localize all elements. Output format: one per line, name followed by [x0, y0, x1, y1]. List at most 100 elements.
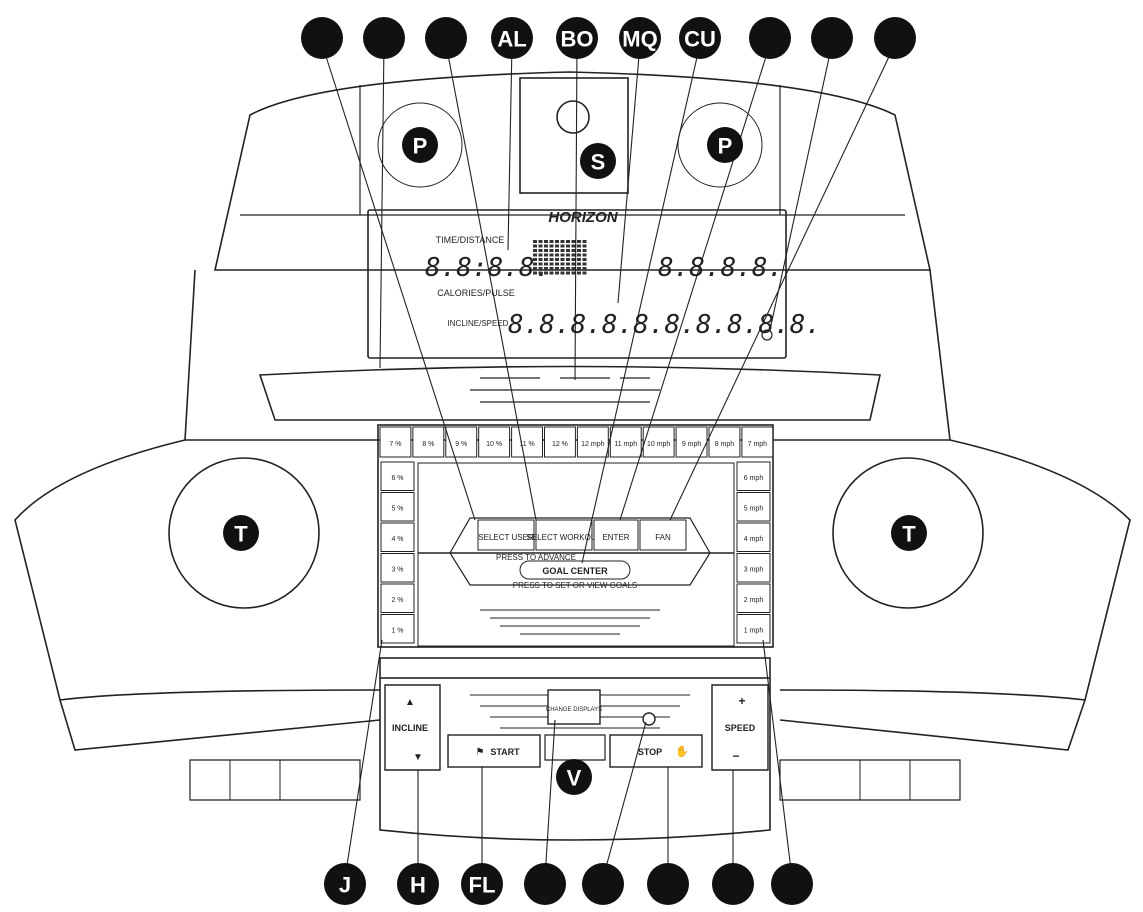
- start-button[interactable]: ⚑ START: [447, 734, 541, 768]
- matrix-cell: [549, 253, 554, 257]
- top-row-key[interactable]: 7 %: [379, 426, 412, 458]
- callout-top-9: [811, 17, 853, 59]
- svg-text:T: T: [902, 522, 916, 547]
- change-displays-button[interactable]: CHANGE DISPLAYS: [546, 689, 602, 725]
- top-row-key-label: 8 mph: [715, 441, 735, 448]
- svg-text:+: +: [738, 694, 745, 708]
- press-to-advance-hint: PRESS TO ADVANCE: [496, 553, 576, 562]
- speed-quick-key[interactable]: 5 mph: [736, 492, 771, 522]
- time-distance-label: TIME/DISTANCE: [436, 235, 505, 245]
- matrix-cell: [571, 249, 576, 252]
- callout-bottom-7: [712, 863, 754, 905]
- svg-text:V: V: [567, 766, 582, 791]
- top-row-key[interactable]: 11 %: [511, 426, 544, 458]
- incline-quick-key[interactable]: 4 %: [380, 522, 415, 552]
- left-grip-disc: [168, 457, 320, 609]
- matrix-cell: [533, 240, 537, 243]
- incline-rocker-button[interactable]: ▲ INCLINE ▼: [384, 684, 441, 771]
- matrix-cell: [577, 249, 581, 252]
- matrix-cell: [582, 240, 587, 243]
- top-row-key[interactable]: 9 %: [445, 426, 478, 458]
- matrix-cell: [549, 271, 554, 275]
- dot-matrix-digits: 8.8.8.8.8.8.8.8.8.8.: [508, 310, 821, 340]
- matrix-cell: [538, 267, 543, 270]
- top-row-key[interactable]: 8 %: [412, 426, 445, 458]
- svg-text:✋: ✋: [675, 745, 689, 758]
- speed-quick-key-label: 6 mph: [744, 475, 764, 482]
- matrix-cell: [577, 253, 581, 257]
- matrix-cell: [566, 258, 570, 261]
- svg-text:SELECT WORKOUT: SELECT WORKOUT: [527, 533, 602, 542]
- top-row-key[interactable]: 10 mph: [642, 426, 675, 458]
- matrix-cell: [582, 271, 587, 275]
- callout-bottom-1-label: J: [339, 873, 351, 898]
- svg-text:P: P: [718, 134, 733, 159]
- top-row-key[interactable]: 12 %: [544, 426, 576, 458]
- top-key-row: 7 %8 %9 % 10 % 11 % 12 %12 mph 11 mph 10 mph 9…: [379, 426, 774, 458]
- matrix-cell: [566, 244, 570, 248]
- speed-quick-key[interactable]: 4 mph: [736, 522, 771, 552]
- select-user-button[interactable]: SELECT USER: [477, 519, 535, 551]
- matrix-cell: [544, 262, 548, 266]
- matrix-cell: [555, 244, 559, 248]
- top-row-key-label: 9 mph: [682, 441, 702, 448]
- callout-bottom-3: FL: [461, 863, 503, 905]
- svg-text:⚑: ⚑: [476, 747, 485, 758]
- dot-matrix-graphic: [533, 240, 587, 275]
- top-row-key-label: 11 %: [519, 441, 534, 448]
- goal-center-hint: PRESS TO SET OR VIEW GOALS: [513, 581, 637, 590]
- matrix-cell: [549, 244, 554, 248]
- incline-quick-key[interactable]: 3 %: [380, 553, 415, 583]
- matrix-cell: [555, 253, 559, 257]
- speed-quick-key[interactable]: 6 mph: [736, 461, 771, 491]
- callout-top-4-label: AL: [497, 27, 526, 52]
- matrix-cell: [571, 258, 576, 261]
- svg-text:FAN: FAN: [655, 533, 671, 542]
- matrix-cell: [533, 253, 537, 257]
- callout-top-5-label: BO: [561, 27, 594, 52]
- top-row-key[interactable]: 10 %: [478, 426, 511, 458]
- matrix-cell: [571, 253, 576, 257]
- incline-speed-label: INCLINE/SPEED: [448, 319, 509, 328]
- svg-text:INCLINE: INCLINE: [392, 723, 428, 733]
- incline-quick-key[interactable]: 6 %: [380, 461, 415, 491]
- incline-quick-key[interactable]: 1 %: [380, 614, 415, 644]
- callout-top-2: [363, 17, 405, 59]
- speed-rocker-button[interactable]: + SPEED −: [711, 684, 769, 771]
- display-window: [367, 209, 787, 359]
- top-row-key[interactable]: 8 mph: [708, 426, 741, 458]
- incline-quick-key-label: 6 %: [391, 475, 403, 482]
- goal-center-button[interactable]: GOAL CENTER: [519, 560, 631, 580]
- incline-quick-key[interactable]: 2 %: [380, 583, 415, 613]
- top-row-key-label: 10 %: [486, 441, 502, 448]
- incline-quick-key-label: 5 %: [391, 506, 403, 513]
- speed-quick-key[interactable]: 2 mph: [736, 583, 771, 613]
- matrix-cell: [560, 262, 565, 266]
- right-segment-display: 8.8.8.8.: [658, 253, 783, 283]
- matrix-cell: [555, 262, 559, 266]
- top-row-key-label: 11 mph: [614, 441, 637, 448]
- stop-button[interactable]: STOP ✋: [609, 734, 703, 768]
- matrix-cell: [566, 267, 570, 270]
- svg-text:GOAL CENTER: GOAL CENTER: [542, 566, 608, 576]
- enter-button[interactable]: ENTER: [593, 519, 639, 551]
- top-row-key[interactable]: 12 mph: [576, 426, 609, 458]
- callout-p-left: P: [402, 127, 438, 163]
- safety-key-slot[interactable]: [642, 712, 656, 726]
- speed-quick-key[interactable]: 3 mph: [736, 553, 771, 583]
- matrix-cell: [555, 258, 559, 261]
- callout-bottom-6: [647, 863, 689, 905]
- incline-quick-key[interactable]: 5 %: [380, 492, 415, 522]
- top-row-key[interactable]: 11 mph: [609, 426, 642, 458]
- fan-button[interactable]: FAN: [639, 519, 687, 551]
- top-row-key[interactable]: 7 mph: [741, 426, 774, 458]
- matrix-cell: [544, 258, 548, 261]
- svg-text:ENTER: ENTER: [602, 533, 629, 542]
- callout-top-10: [874, 17, 916, 59]
- speed-quick-key[interactable]: 1 mph: [736, 614, 771, 644]
- select-workout-button[interactable]: SELECT WORKOUT: [527, 519, 602, 551]
- callout-top-7-label: CU: [684, 27, 716, 52]
- matrix-cell: [538, 262, 543, 266]
- matrix-cell: [571, 244, 576, 248]
